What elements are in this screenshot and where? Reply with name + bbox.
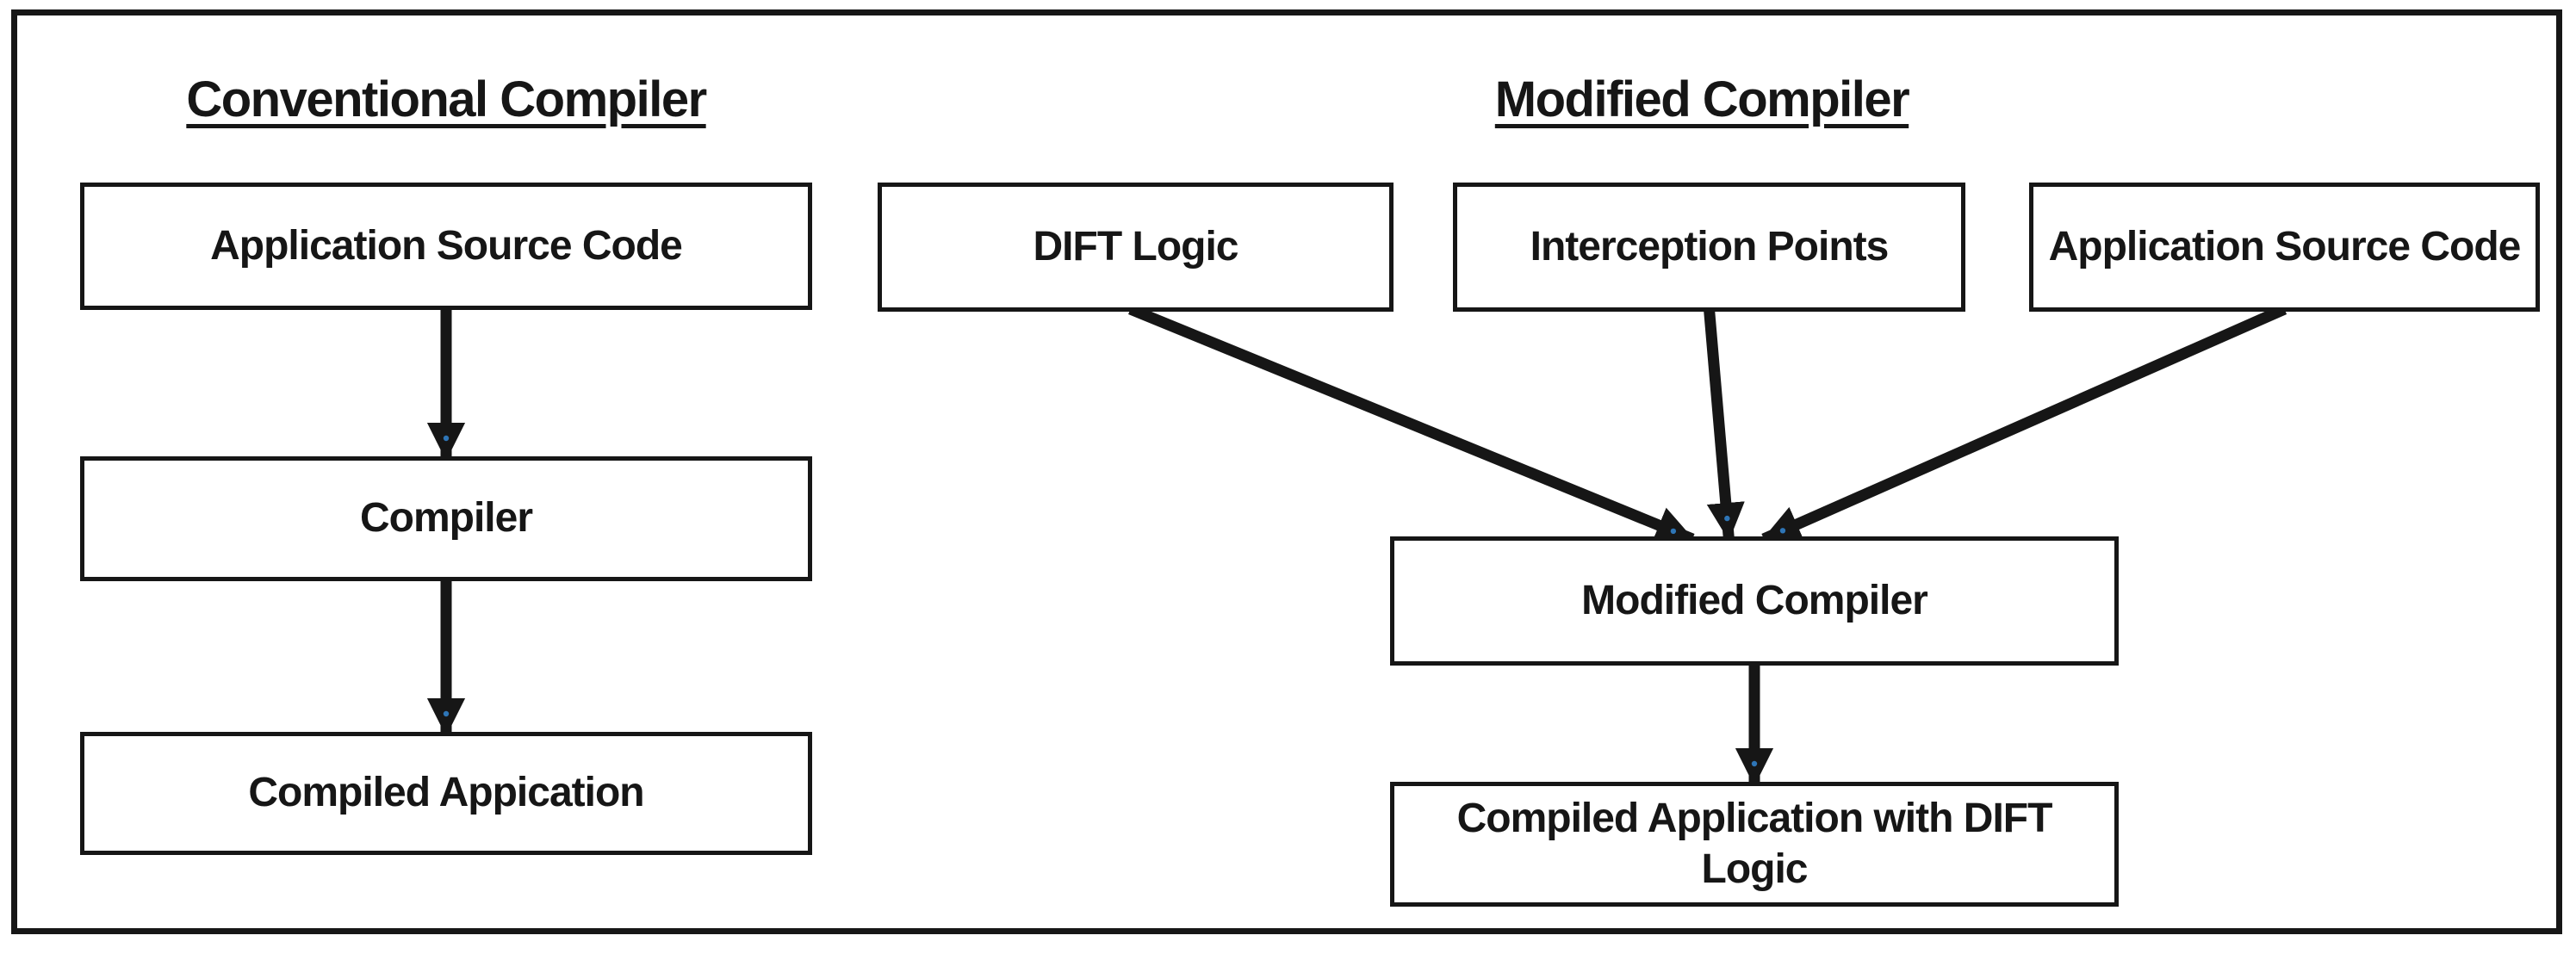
- box-compiler: Compiler: [80, 456, 812, 581]
- box-compiled-application: Compiled Appication: [80, 732, 812, 855]
- heading-modified-compiler: Modified Compiler: [1494, 71, 1910, 127]
- heading-conventional-compiler: Conventional Compiler: [186, 71, 707, 127]
- box-interception-points: Interception Points: [1453, 183, 1965, 312]
- box-label: Interception Points: [1530, 223, 1890, 269]
- box-modified-compiler: Modified Compiler: [1390, 536, 2119, 666]
- outer-frame: [11, 9, 2562, 934]
- box-label: DIFT Logic: [1033, 223, 1239, 269]
- box-label: Compiled Appication: [248, 770, 644, 816]
- box-label: Application Source Code: [2048, 223, 2522, 269]
- box-label: Application Source Code: [210, 222, 683, 269]
- box-application-source-code-left: Application Source Code: [80, 183, 812, 310]
- box-dift-logic: DIFT Logic: [878, 183, 1394, 312]
- box-label: Modified Compiler: [1581, 577, 1928, 623]
- box-label: Compiler: [359, 495, 533, 542]
- box-application-source-code-right: Application Source Code: [2029, 183, 2540, 312]
- box-label: Compiled Application with DIFT Logic: [1456, 795, 2053, 892]
- box-compiled-application-with-dift-logic: Compiled Application with DIFT Logic: [1390, 782, 2119, 907]
